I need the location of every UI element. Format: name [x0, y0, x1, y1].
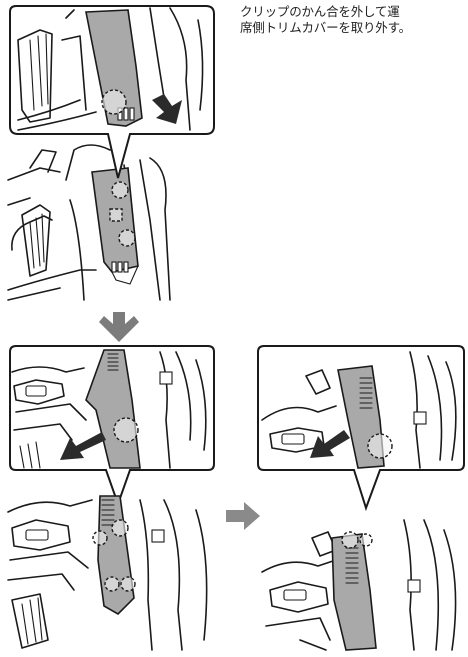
- clip-marker-icon: [112, 182, 128, 198]
- clip-marker-icon: [368, 434, 392, 458]
- clip-marker-icon: [121, 577, 135, 591]
- clip-marker-icon: [105, 577, 119, 591]
- down-arrow-icon: [99, 312, 139, 342]
- clip-marker-icon: [342, 532, 358, 548]
- clip-marker-icon: [102, 90, 126, 114]
- clip-marker-icon: [110, 209, 122, 221]
- clip-marker-icon: [119, 230, 135, 246]
- clip-marker-icon: [93, 531, 107, 545]
- clip-marker-icon: [360, 534, 372, 546]
- bottom-right-illustration: [258, 346, 464, 650]
- right-arrow-icon: [226, 502, 260, 530]
- bottom-left-illustration: [8, 346, 214, 650]
- clip-marker-icon: [114, 418, 138, 442]
- clip-marker-icon: [112, 520, 128, 536]
- top-illustration: [8, 145, 170, 300]
